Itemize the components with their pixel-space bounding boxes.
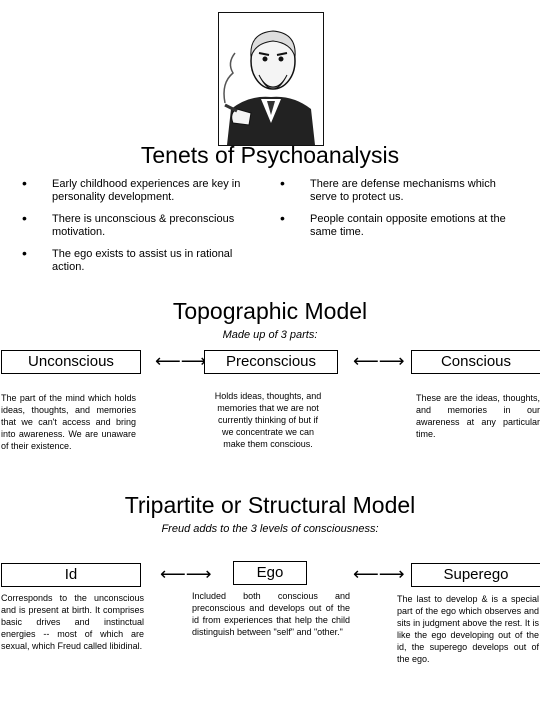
preconscious-box: Preconscious — [204, 350, 338, 374]
id-description: Corresponds to the unconscious and is pr… — [1, 593, 144, 651]
conscious-box: Conscious — [411, 350, 540, 374]
tenets-list-left: Early childhood experiences are key in p… — [22, 177, 262, 283]
superego-description: The last to develop & is a special part … — [397, 594, 539, 664]
ego-description: Included both conscious and preconscious… — [192, 591, 350, 637]
tenet-item: There is unconscious & preconscious moti… — [22, 212, 262, 239]
freud-portrait — [218, 12, 324, 146]
tenet-item: There are defense mechanisms which serve… — [280, 177, 520, 204]
tenet-item: People contain opposite emotions at the … — [280, 212, 520, 239]
page-title: Tenets of Psychoanalysis — [140, 142, 400, 168]
bidirectional-arrow-icon: ⟵⟶ — [353, 351, 405, 371]
tenet-item: The ego exists to assist us in rational … — [22, 247, 262, 274]
conscious-description: These are the ideas, thoughts, and memor… — [416, 393, 540, 439]
tenets-list-right: There are defense mechanisms which serve… — [280, 177, 520, 248]
ego-box: Ego — [233, 561, 307, 585]
id-box: Id — [1, 563, 141, 587]
superego-box: Superego — [411, 563, 540, 587]
unconscious-box: Unconscious — [1, 350, 141, 374]
tenet-item: Early childhood experiences are key in p… — [22, 177, 262, 204]
bidirectional-arrow-icon: ⟵⟶ — [353, 564, 405, 584]
portrait-illustration — [219, 13, 323, 145]
topographic-subtitle: Made up of 3 parts: — [222, 329, 318, 341]
bidirectional-arrow-icon: ⟵⟶ — [155, 351, 207, 371]
bidirectional-arrow-icon: ⟵⟶ — [160, 564, 212, 584]
preconscious-description: Holds ideas, thoughts, and memories that… — [214, 391, 322, 449]
unconscious-description: The part of the mind which holds ideas, … — [1, 393, 136, 451]
structural-title: Tripartite or Structural Model — [124, 492, 416, 518]
topographic-title: Topographic Model — [172, 298, 368, 324]
structural-subtitle: Freud adds to the 3 levels of consciousn… — [161, 523, 379, 535]
